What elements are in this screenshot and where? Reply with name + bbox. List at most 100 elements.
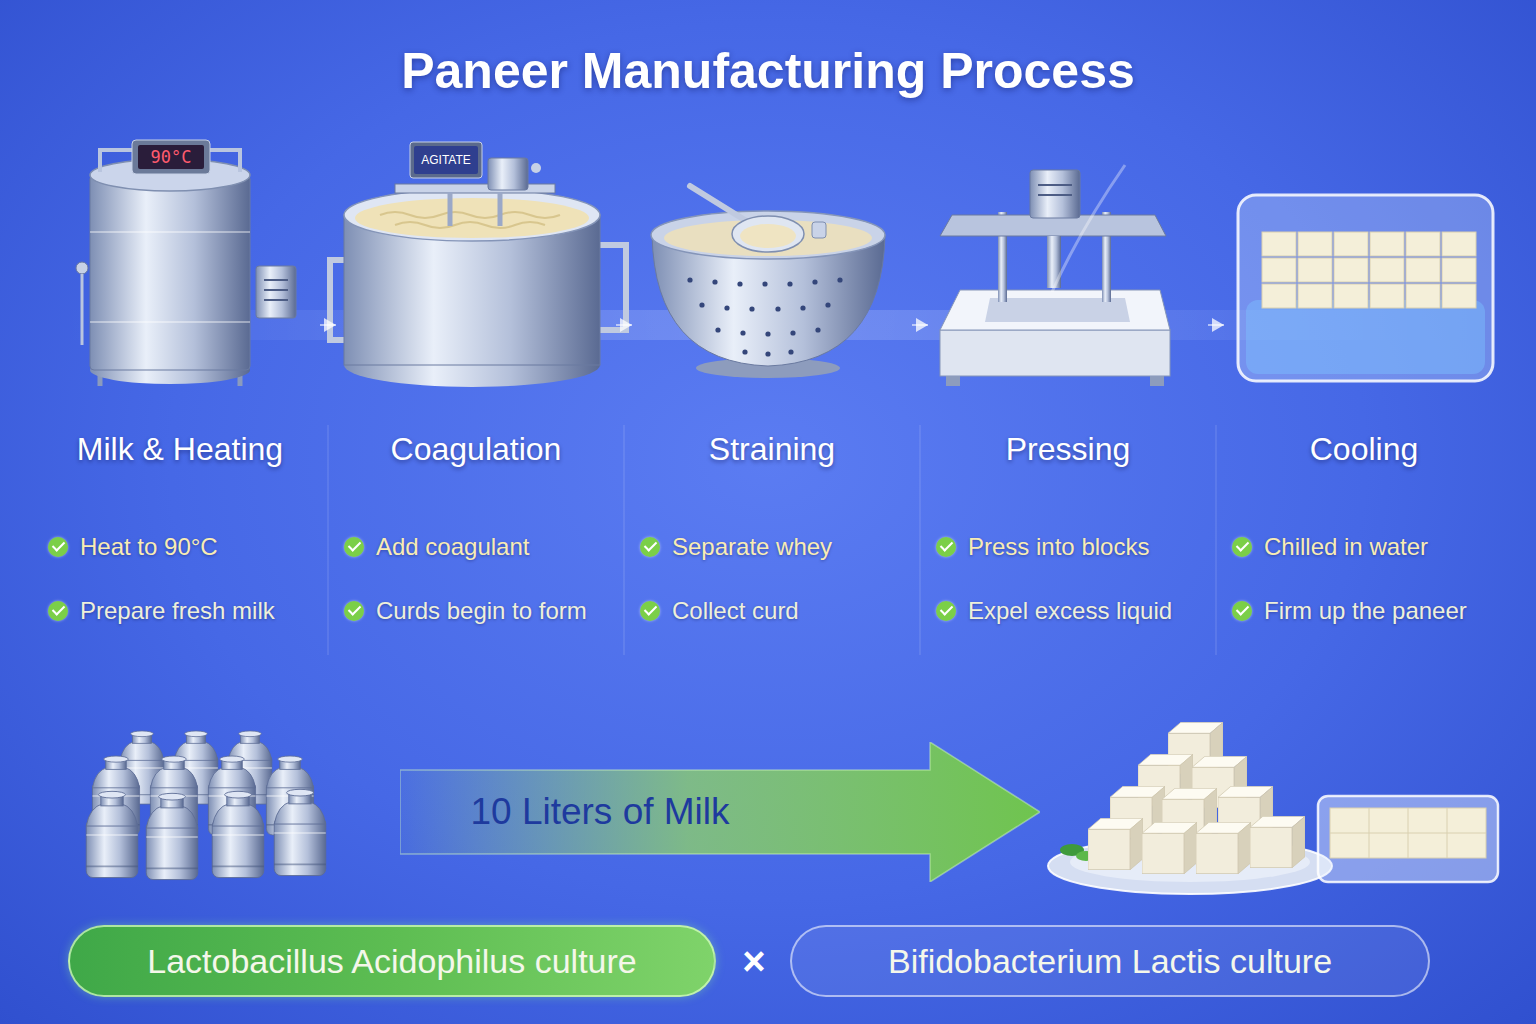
- straining-colander: [651, 186, 885, 378]
- paneer-press-part: [1150, 376, 1164, 386]
- milk-cans: [86, 731, 326, 880]
- stage-heading: Milk & Heating: [40, 430, 320, 468]
- paneer-press: [940, 165, 1170, 386]
- step-bullet: Press into blocks: [936, 532, 1149, 562]
- straining-colander-part-part: [699, 302, 704, 307]
- straining-colander-part-part: [815, 327, 820, 332]
- cooling-tray-part-part: [1370, 284, 1404, 308]
- heating-tank-part: [138, 145, 204, 169]
- paneer-press-part: [1038, 184, 1072, 186]
- flow-arrow: [320, 324, 336, 326]
- coagulation-vat-part: [410, 142, 482, 178]
- heating-tank-part: [132, 140, 210, 174]
- milk-cans-part: [274, 789, 326, 875]
- culture-pill: Lactobacillus Acidophilus culture: [68, 925, 716, 997]
- combine-symbol: ×: [742, 939, 765, 984]
- flow-arrow: [1208, 324, 1224, 326]
- cooling-tray-part: [1238, 195, 1493, 381]
- diagram-title: Paneer Manufacturing Process: [0, 42, 1536, 100]
- milk-cans-part: [86, 791, 138, 877]
- column-separators-part: [919, 425, 921, 655]
- straining-colander-part: [687, 277, 842, 356]
- column-separators-part: [623, 425, 625, 655]
- coagulation-vat-part: [330, 260, 345, 340]
- stage-heading: Coagulation: [336, 430, 616, 468]
- paneer-box-part: [1330, 808, 1486, 858]
- paneer-plate-part: [1250, 816, 1305, 867]
- paneer-box: [1318, 796, 1498, 882]
- cooling-tray-part-part: [1298, 232, 1332, 256]
- step-bullet: Expel excess liquid: [936, 596, 1172, 626]
- step-bullet: Add coagulant: [344, 532, 529, 562]
- heating-tank-part: [256, 266, 296, 318]
- straining-colander-part-part: [712, 279, 717, 284]
- cooling-tray: [1238, 195, 1493, 381]
- coagulation-vat-part: [395, 184, 555, 193]
- cooling-tray-part-part: [1406, 284, 1440, 308]
- column-separators-part: [327, 425, 329, 655]
- heating-tank-part: [90, 175, 250, 370]
- straining-colander-part-part: [687, 277, 692, 282]
- step-bullet: Heat to 90°C: [48, 532, 218, 562]
- coagulation-vat-part: [531, 163, 541, 173]
- straining-colander-part-part: [740, 330, 745, 335]
- cooling-tray-part-part: [1406, 258, 1440, 282]
- process-stage: Milk & HeatingHeat to 90°CPrepare fresh …: [40, 130, 320, 660]
- coagulation-vat-part: [395, 222, 545, 228]
- straining-colander-part-part: [790, 330, 795, 335]
- milk-cans-part: [146, 793, 198, 879]
- yield-arrow: 10 Liters of Milk: [400, 742, 1040, 882]
- step-bullet: Firm up the paneer: [1232, 596, 1467, 626]
- coagulation-vat-part: [448, 192, 453, 226]
- cooling-tray-part-part: [1370, 258, 1404, 282]
- paneer-box-part-part: [1330, 833, 1486, 834]
- straining-colander-part: [740, 224, 796, 248]
- cooling-tray-part-part: [1370, 232, 1404, 256]
- coagulation-vat-part: [488, 158, 528, 190]
- process-stage: CoagulationAdd coagulantCurds begin to f…: [336, 130, 616, 660]
- node-label: Bifidobacterium Lactis culture: [888, 942, 1332, 981]
- paneer-plate-part: [1088, 818, 1143, 869]
- paneer-press-part: [940, 330, 1170, 376]
- heating-tank-part: [264, 289, 288, 291]
- cooling-tray-part-part: [1406, 232, 1440, 256]
- cooling-tray-part: [1246, 300, 1485, 374]
- paneer-press-part: [940, 290, 1170, 330]
- paneer-press-part: [1030, 170, 1080, 218]
- cooling-tray-part: [1262, 232, 1476, 308]
- node-label: 10 Liters of Milk: [400, 742, 800, 882]
- coagulation-vat-part: [344, 189, 600, 241]
- coagulation-vat-part: [600, 245, 626, 330]
- cooling-tray-part-part: [1262, 258, 1296, 282]
- column-separators-part: [1215, 425, 1217, 655]
- straining-colander-part-part: [837, 277, 842, 282]
- process-stage: CoolingChilled in waterFirm up the panee…: [1224, 130, 1504, 660]
- straining-colander-part: [651, 211, 885, 259]
- straining-colander-part-part: [788, 349, 793, 354]
- column-separators: [328, 425, 1216, 655]
- straining-colander-part-part: [775, 306, 780, 311]
- coagulation-vat-part: [414, 146, 478, 174]
- straining-colander-part: [812, 222, 826, 238]
- paneer-box-part: [1330, 808, 1486, 858]
- step-bullet: Separate whey: [640, 532, 832, 562]
- paneer-plate-part: [1142, 822, 1197, 873]
- cooling-tray-part-part: [1262, 232, 1296, 256]
- connector-group: [320, 325, 1224, 326]
- straining-colander-part-part: [749, 306, 754, 311]
- paneer-plate: [1048, 722, 1332, 894]
- straining-colander-part-part: [812, 279, 817, 284]
- heating-tank-part: [264, 299, 288, 301]
- heating-tank-part: [210, 150, 240, 172]
- stage-heading: Pressing: [928, 430, 1208, 468]
- milk-cans-part: [212, 791, 264, 877]
- straining-colander-part-part: [787, 281, 792, 286]
- stage-heading: Cooling: [1224, 430, 1504, 468]
- arrow-body: [400, 742, 1040, 882]
- heating-tank-part: [90, 231, 250, 233]
- paneer-box-part: [1318, 796, 1498, 882]
- straining-colander-part-part: [765, 351, 770, 356]
- step-bullet: Chilled in water: [1232, 532, 1428, 562]
